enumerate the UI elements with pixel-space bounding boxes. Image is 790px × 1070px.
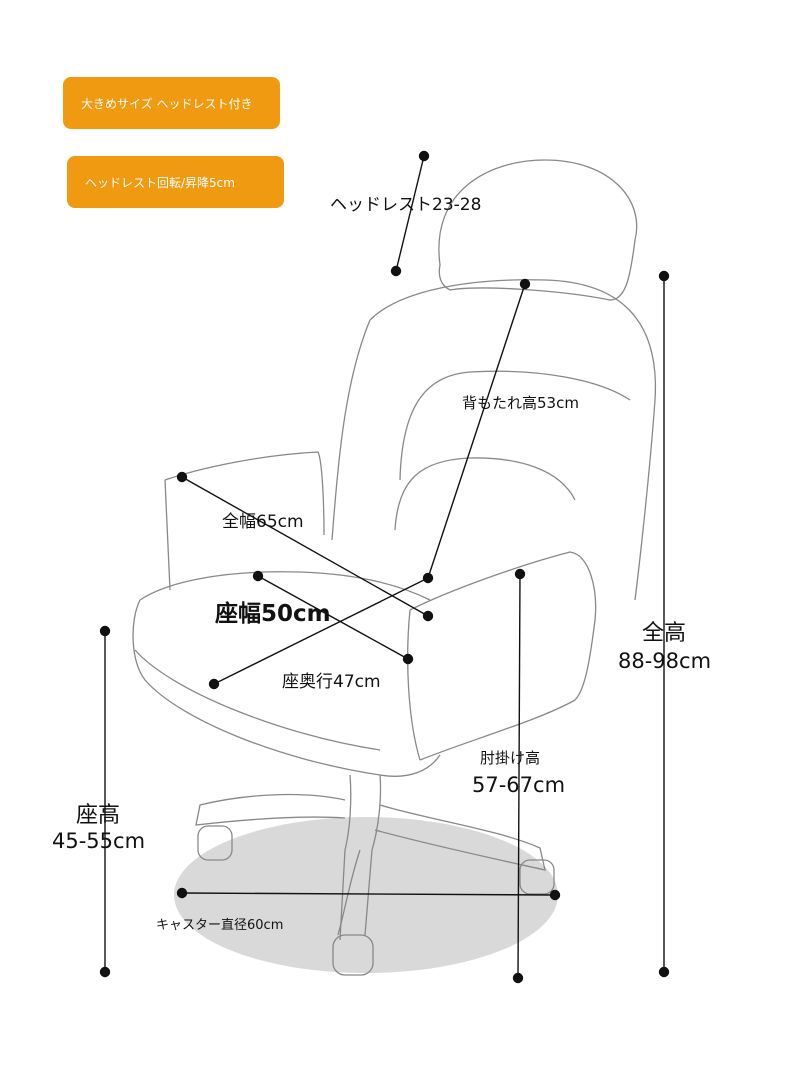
headrest-dimension-label: ヘッドレスト23-28 xyxy=(330,195,482,215)
headrest-large-text: 大きめサイズ ヘッドレスト付き xyxy=(81,96,253,111)
caster-diameter-label: キャスター直径60cm xyxy=(156,918,284,933)
backrest-height-label: 背もたれ高53cm xyxy=(462,394,579,412)
seat-height-value: 45-55cm xyxy=(52,829,146,853)
headrest-large-badge: 大きめサイズ ヘッドレスト付き xyxy=(63,77,280,129)
seat-width-label: 座幅50cm xyxy=(215,601,331,627)
total-height-value: 88-98cm xyxy=(618,649,712,673)
armrest-height-label: 肘掛け高 xyxy=(480,749,541,767)
chair-outline xyxy=(132,159,657,976)
armrest-height-value: 57-67cm xyxy=(472,773,566,797)
total-height-label: 全高 xyxy=(642,621,687,646)
seat-height-label: 座高 xyxy=(76,803,121,828)
headrest-rotate-badge: ヘッドレスト回転/昇降5cm xyxy=(67,156,284,208)
total-width-label: 全幅65cm xyxy=(222,512,304,532)
seat-depth-label: 座奥行47cm xyxy=(282,672,381,692)
floor-shadow xyxy=(174,817,558,973)
headrest-rotate-text: ヘッドレスト回転/昇降5cm xyxy=(85,175,235,190)
